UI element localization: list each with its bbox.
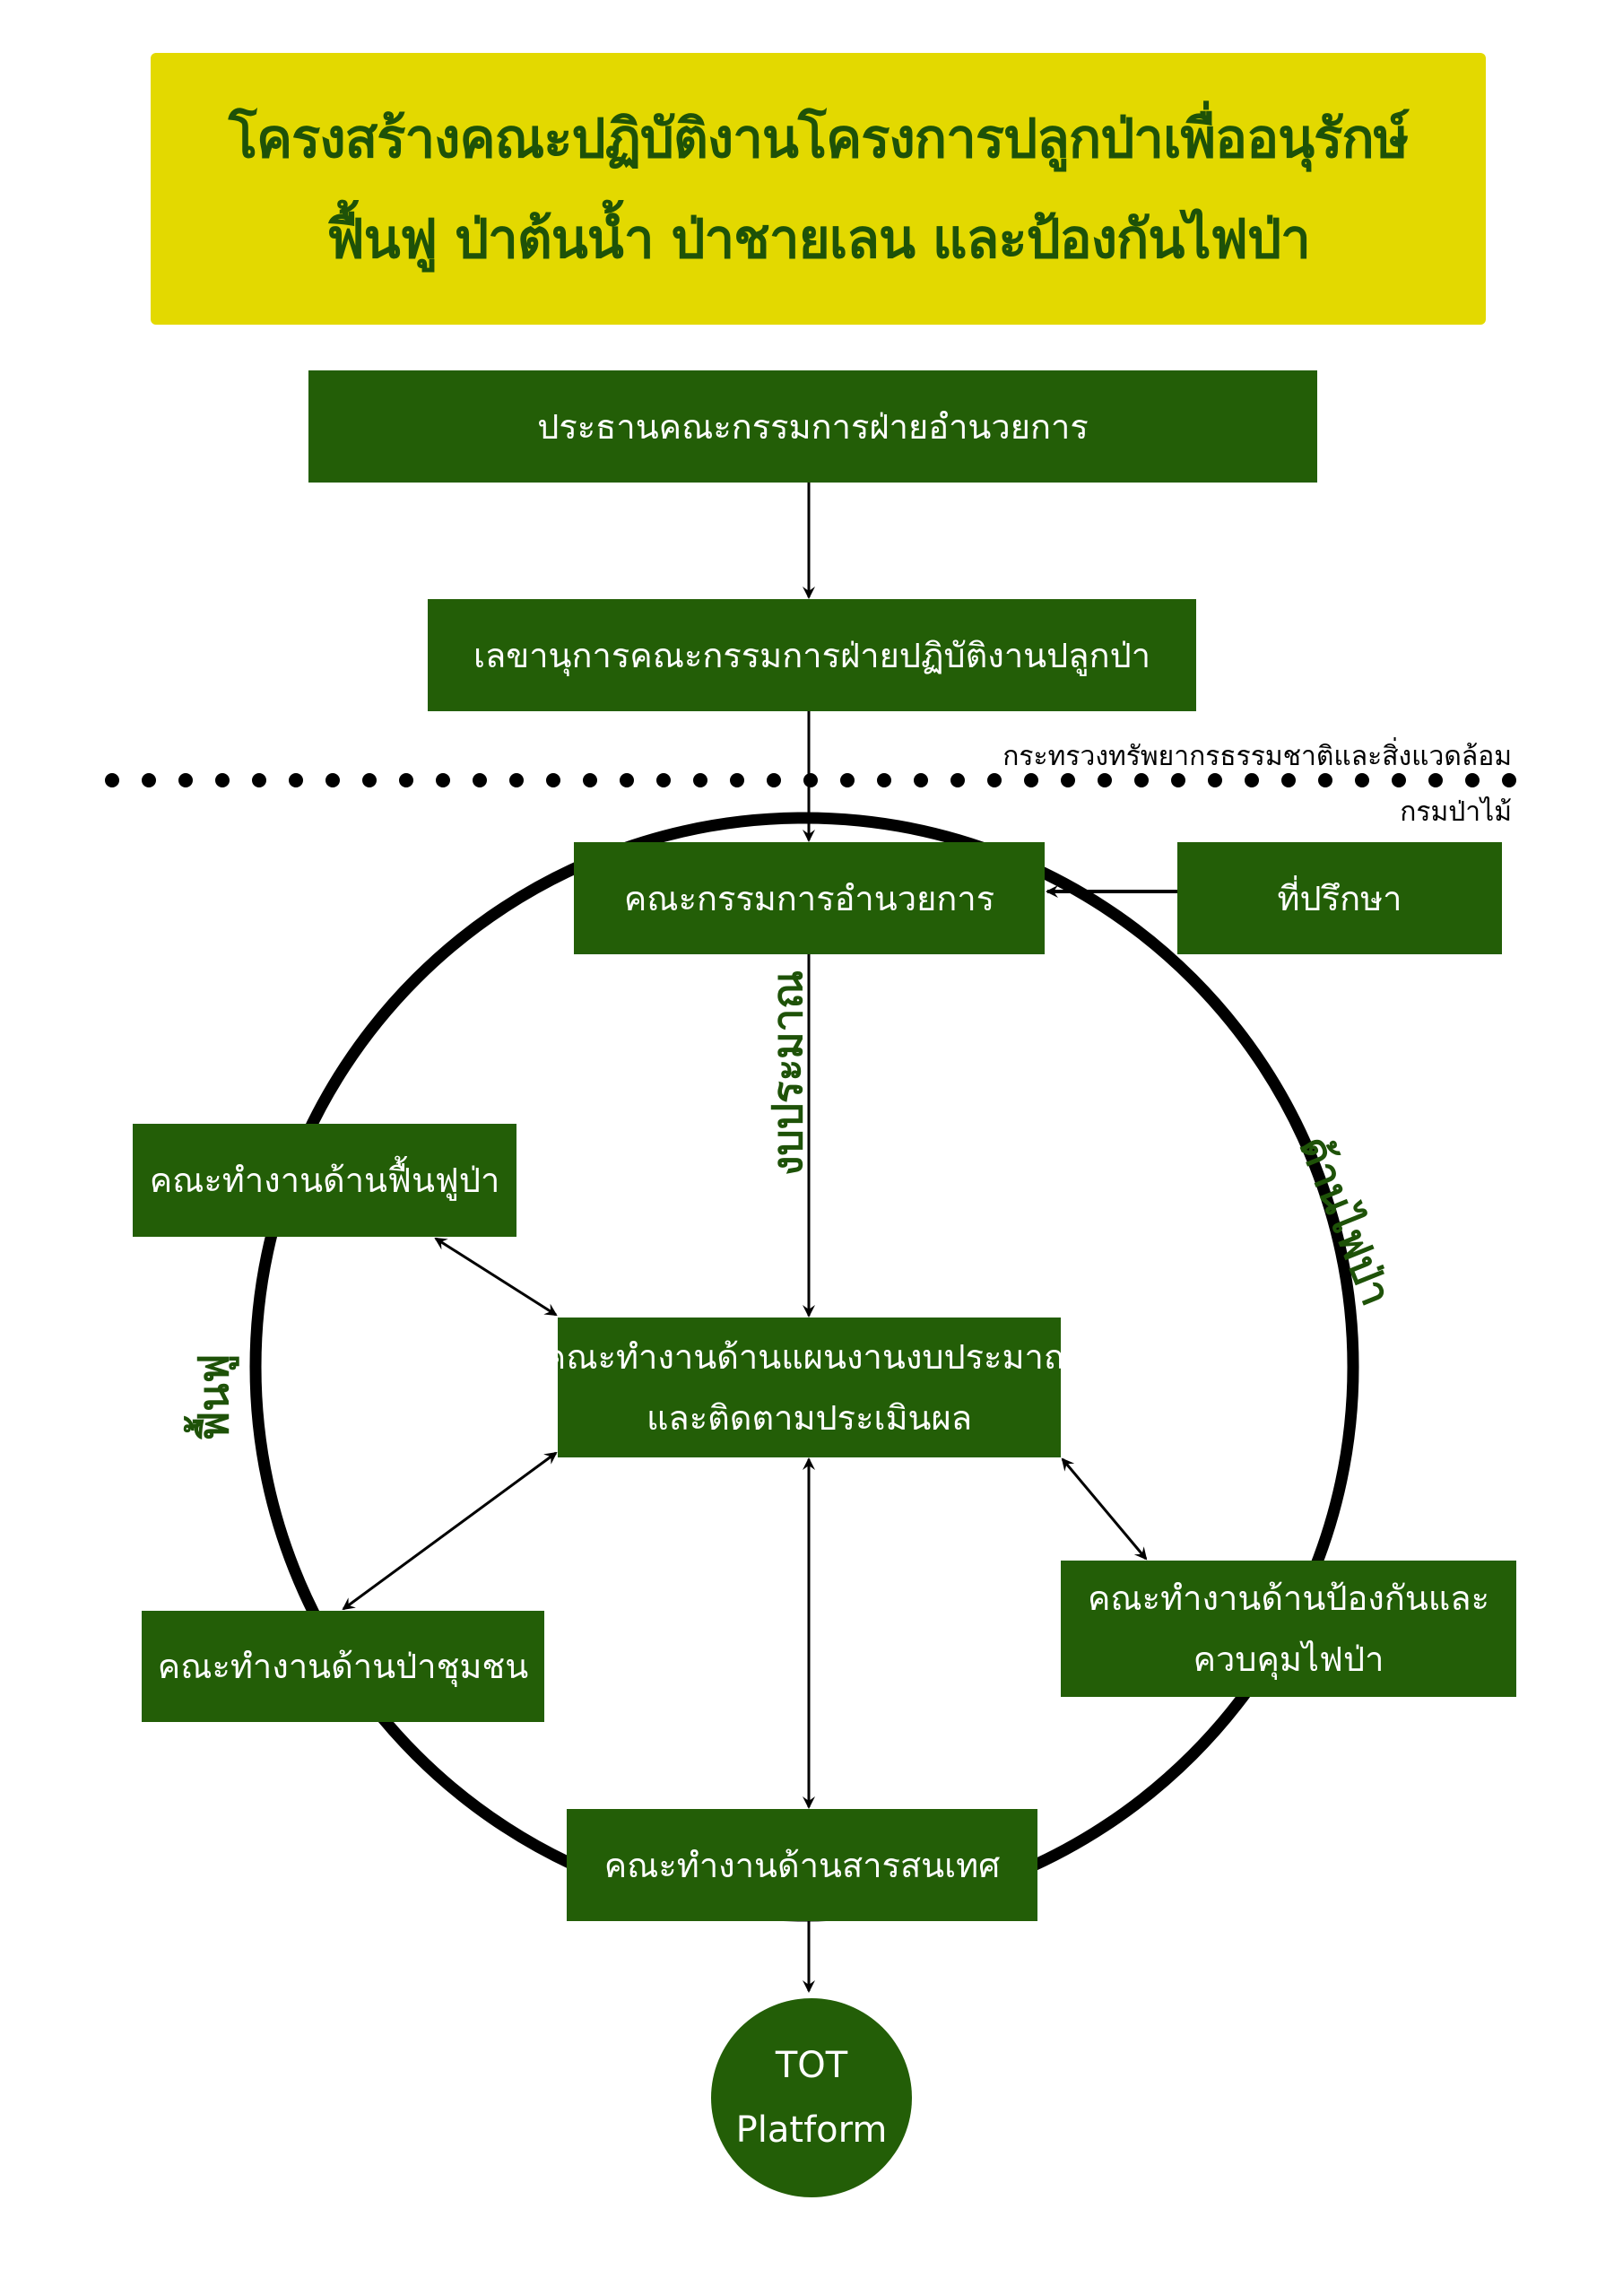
boundary-label-department: กรมป่าไม้: [1400, 796, 1512, 828]
node-chairman[interactable]: ประธานคณะกรรมการฝ่ายอำนวยการ: [308, 370, 1317, 483]
arrow-fire-planning: [1061, 1457, 1148, 1561]
node-tot-platform[interactable]: TOT Platform: [711, 1998, 912, 2197]
node-fire-control-label-1: คณะทำงานด้านป้องกันและ: [1087, 1578, 1489, 1618]
node-planning[interactable]: คณะทำงานด้านแผนงานงบประมาณ และติดตามประเ…: [543, 1318, 1075, 1457]
node-information-label: คณะทำงานด้านสารสนเทศ: [603, 1845, 1001, 1885]
node-community-forest-label: คณะทำงานด้านป่าชุมชน: [157, 1647, 529, 1686]
edge-label-restore: ฟื้นฟู: [189, 1353, 238, 1441]
edge-label-budget: งบประมาณ: [763, 970, 812, 1176]
node-restoration-label: คณะทำงานด้านฟื้นฟูป่า: [149, 1161, 500, 1200]
node-tot-platform-label-1: TOT: [775, 2045, 848, 2086]
node-advisor[interactable]: ที่ปรึกษา: [1177, 842, 1502, 954]
node-secretary-label: เลขานุการคณะกรรมการฝ่ายปฏิบัติงานปลูกป่า: [473, 635, 1151, 675]
node-fire-control-label-2: ควบคุมไฟป่า: [1193, 1639, 1384, 1679]
node-advisor-label: ที่ปรึกษา: [1277, 878, 1402, 918]
boundary-label-ministry: กระทรวงทรัพยากรธรรมชาติและสิ่งแวดล้อม: [1002, 741, 1512, 772]
title-line-1: โครงสร้างคณะปฏิบัติงานโครงการปลูกป่าเพื่…: [228, 107, 1410, 170]
node-steering-committee[interactable]: คณะกรรมการอำนวยการ: [574, 842, 1045, 954]
node-community-forest[interactable]: คณะทำงานด้านป่าชุมชน: [142, 1611, 544, 1722]
node-planning-label-1: คณะทำงานด้านแผนงานงบประมาณ: [542, 1337, 1076, 1377]
node-planning-label-2: และติดตามประเมินผล: [646, 1398, 973, 1438]
title-line-2: ฟื้นฟู ป่าต้นน้ำ ป่าชายเลน และป้องกันไฟป…: [326, 207, 1311, 271]
arrow-restoration-planning: [434, 1237, 558, 1317]
node-tot-platform-label-2: Platform: [735, 2109, 888, 2151]
arrow-community-planning: [342, 1451, 558, 1611]
node-steering-committee-label: คณะกรรมการอำนวยการ: [623, 878, 995, 918]
node-information[interactable]: คณะทำงานด้านสารสนเทศ: [567, 1809, 1037, 1921]
node-restoration[interactable]: คณะทำงานด้านฟื้นฟูป่า: [133, 1124, 516, 1237]
title-banner: โครงสร้างคณะปฏิบัติงานโครงการปลูกป่าเพื่…: [151, 53, 1486, 325]
node-secretary[interactable]: เลขานุการคณะกรรมการฝ่ายปฏิบัติงานปลูกป่า: [428, 599, 1196, 711]
node-fire-control[interactable]: คณะทำงานด้านป้องกันและ ควบคุมไฟป่า: [1061, 1561, 1516, 1697]
node-chairman-label: ประธานคณะกรรมการฝ่ายอำนวยการ: [537, 406, 1089, 447]
